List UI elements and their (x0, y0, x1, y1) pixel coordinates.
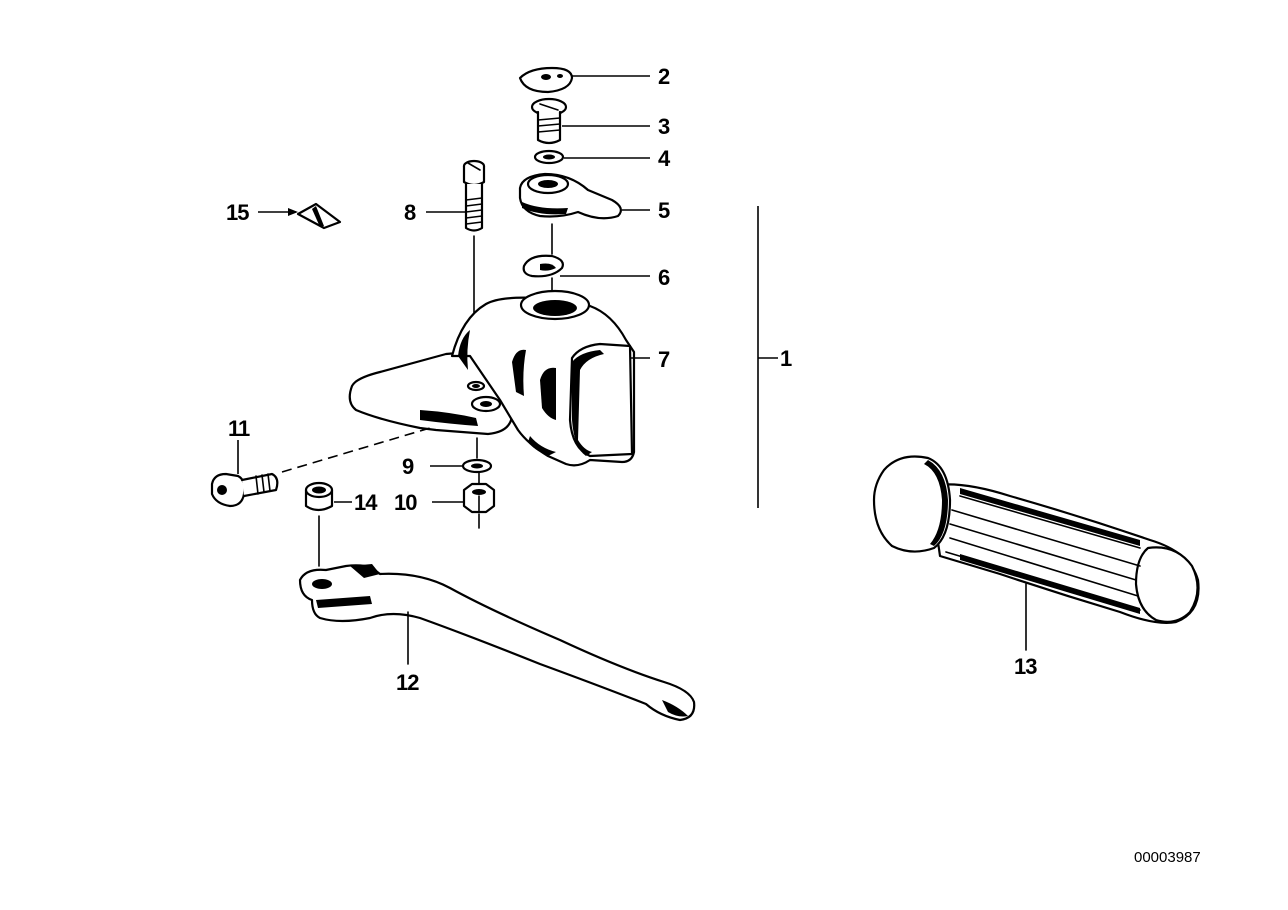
part-11-socket-bolt (210, 427, 431, 508)
callout-13: 13 (1014, 654, 1037, 679)
part-8-long-bolt (426, 159, 486, 379)
callout-8: 8 (404, 200, 416, 225)
callout-3: 3 (658, 114, 670, 139)
part-3-slotted-screw (530, 97, 650, 145)
callout-7: 7 (658, 347, 670, 372)
callout-6: 6 (658, 265, 670, 290)
part-15-wedge (258, 202, 342, 230)
part-13-handlebar-grip (872, 455, 1200, 651)
callout-14: 14 (354, 490, 378, 515)
assembly-1-bracket (757, 206, 778, 508)
callout-10: 10 (394, 490, 417, 515)
part-10-hex-nut (432, 471, 496, 529)
part-9-washer (430, 437, 493, 474)
callout-4: 4 (658, 146, 671, 171)
callout-5: 5 (658, 198, 670, 223)
callout-labels: 1 2 3 4 5 6 7 8 9 10 11 12 13 14 15 (226, 64, 1038, 695)
part-14-bushing (304, 481, 352, 567)
document-number: 00003987 (1134, 849, 1201, 866)
callout-9: 9 (402, 454, 414, 479)
part-2-washer-plate (518, 66, 650, 94)
callout-12: 12 (396, 670, 419, 695)
callout-1: 1 (780, 346, 792, 371)
callout-11: 11 (228, 416, 250, 441)
callout-2: 2 (658, 64, 670, 89)
part-12-hand-lever (298, 564, 696, 722)
part-5-adjuster-lever (518, 172, 650, 220)
part-7-lever-housing (348, 289, 650, 467)
callout-15: 15 (226, 200, 249, 225)
part-4-lock-washer (533, 149, 650, 165)
part-6-spring-clip (522, 254, 650, 278)
